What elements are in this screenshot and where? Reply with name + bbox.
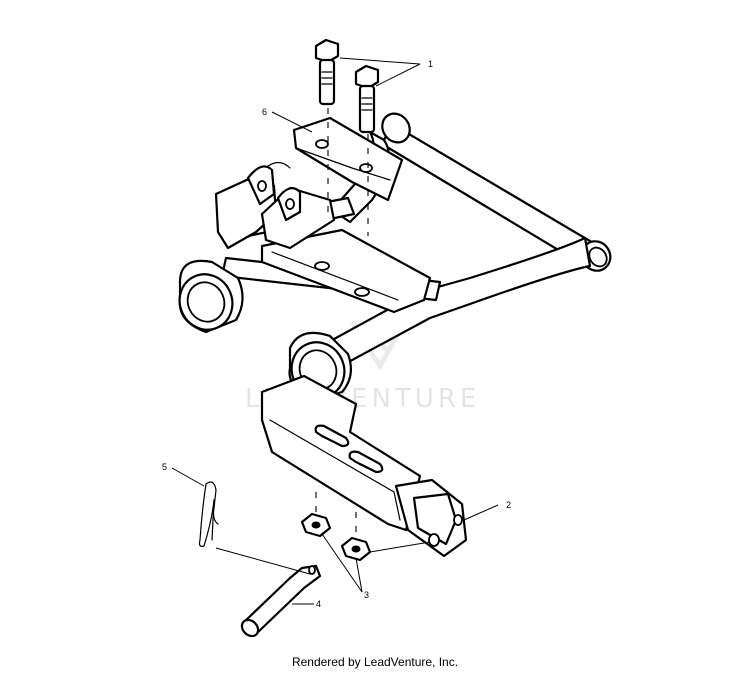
callout-6: 6: [262, 107, 267, 117]
pin: [240, 564, 322, 638]
footer-credit: Rendered by LeadVenture, Inc.: [291, 655, 459, 669]
callout-3: 3: [364, 590, 369, 600]
nuts: [300, 512, 372, 562]
center-plate: [260, 228, 432, 314]
callout-2: 2: [506, 500, 511, 510]
spacer-plate: [292, 116, 404, 202]
callout-1: 1: [428, 59, 433, 69]
callout-labels: 1 2 3 4 5 6: [162, 59, 511, 609]
callout-5: 5: [162, 462, 167, 472]
callout-4: 4: [316, 599, 321, 609]
trailing-arm: [260, 374, 468, 558]
shock-bracket: [214, 161, 336, 250]
hairpin-clip: [198, 481, 219, 547]
bolts: [314, 38, 380, 134]
assembly-lines: [215, 108, 431, 575]
callout-leaders: [171, 57, 499, 605]
